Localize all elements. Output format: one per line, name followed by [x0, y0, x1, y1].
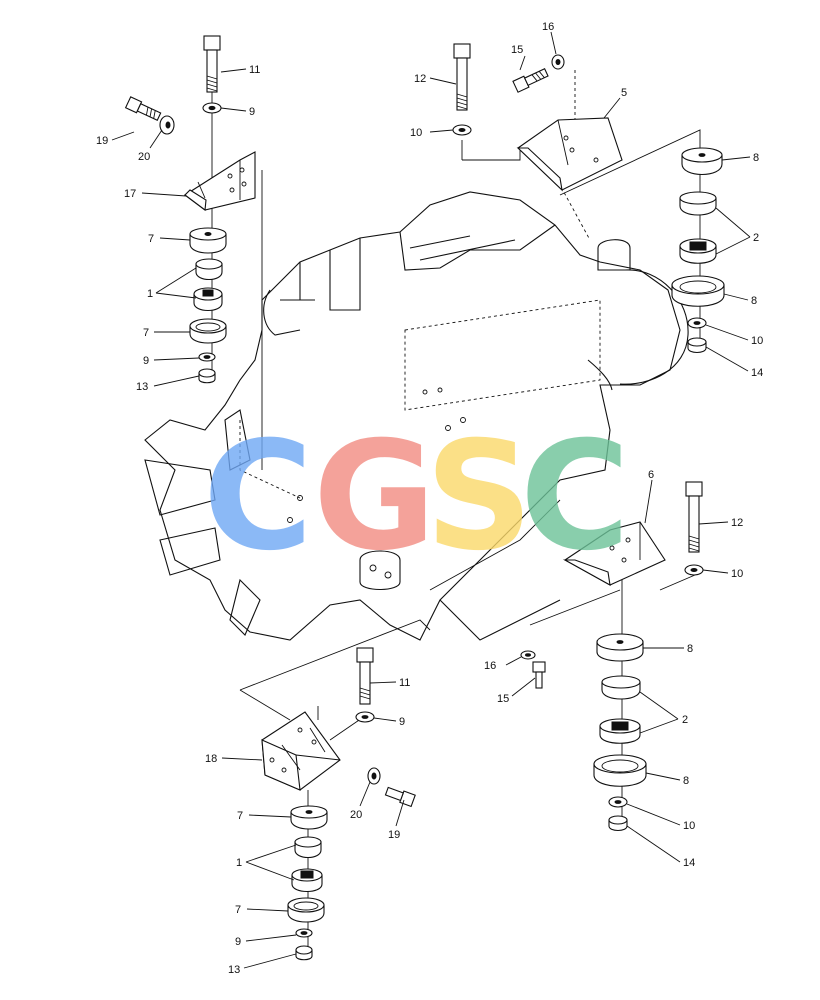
bracket-5	[516, 117, 623, 192]
bracket-6	[562, 521, 666, 587]
callout-16: 16	[542, 21, 554, 33]
callout-17: 17	[124, 188, 136, 200]
callout-7: 7	[235, 904, 241, 916]
callout-19: 19	[96, 135, 108, 147]
callout-1: 1	[147, 288, 153, 300]
bolt-19-top	[124, 96, 162, 121]
watermark-letter-3: S	[425, 410, 533, 584]
callout-9: 9	[235, 936, 241, 948]
callout-9: 9	[399, 716, 405, 728]
callout-8: 8	[683, 775, 689, 787]
callout-2: 2	[753, 232, 759, 244]
watermark-letter-4: C	[520, 410, 630, 584]
callout-8: 8	[753, 152, 759, 164]
callout-19: 19	[388, 829, 400, 841]
callout-10: 10	[751, 335, 763, 347]
callout-12: 12	[731, 517, 743, 529]
callout-9: 9	[143, 355, 149, 367]
mount-stack-mid-right	[520, 481, 704, 832]
callout-14: 14	[683, 857, 695, 869]
callout-14: 14	[751, 367, 763, 379]
callout-7: 7	[143, 327, 149, 339]
callout-15: 15	[511, 44, 523, 56]
callout-1: 1	[236, 857, 242, 869]
callout-7: 7	[148, 233, 154, 245]
callout-6: 6	[648, 469, 654, 481]
callout-11: 11	[399, 677, 410, 689]
watermark-letter-1: C	[203, 410, 313, 584]
callout-15: 15	[497, 693, 509, 705]
callout-2: 2	[682, 714, 688, 726]
callout-10: 10	[731, 568, 743, 580]
callout-12: 12	[414, 73, 426, 85]
callout-8: 8	[687, 643, 693, 655]
callout-5: 5	[621, 87, 627, 99]
callout-16: 16	[484, 660, 496, 672]
callout-11: 11	[249, 64, 260, 76]
watermark-letter-2: G	[313, 410, 436, 584]
leader-lines	[111, 31, 751, 969]
callout-labels: 11 9 19 20 17 7 1 7 9 13 12 10 15 16 5 8…	[96, 21, 763, 976]
bracket-18	[261, 711, 341, 791]
callout-18: 18	[205, 753, 217, 765]
bolt-11-top	[203, 35, 221, 93]
mount-stack-top-left	[124, 35, 256, 384]
callout-13: 13	[136, 381, 148, 393]
callout-9: 9	[249, 106, 255, 118]
callout-13: 13	[228, 964, 240, 976]
mount-stack-top-right	[452, 43, 725, 354]
callout-20: 20	[138, 151, 150, 163]
callout-8: 8	[751, 295, 757, 307]
callout-10: 10	[410, 127, 422, 139]
callout-7: 7	[237, 810, 243, 822]
mount-stack-bottom-left	[261, 647, 416, 961]
bracket-17	[184, 151, 256, 212]
engine-outline	[144, 70, 689, 641]
callout-20: 20	[350, 809, 362, 821]
callout-10: 10	[683, 820, 695, 832]
watermark: C G S C	[203, 410, 630, 584]
